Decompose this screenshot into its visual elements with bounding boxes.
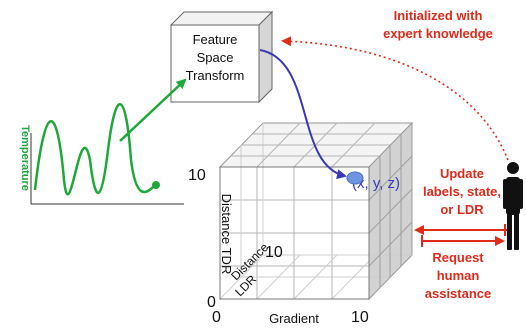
- tick-z: 10: [265, 244, 283, 261]
- transform-to-point-arrow: [259, 49, 347, 180]
- feature-space-transform-box: Feature Space Transform: [169, 10, 274, 104]
- signal-end-dot: [152, 181, 160, 189]
- tick-origin-x: 0: [212, 309, 221, 326]
- data-point: [346, 171, 364, 185]
- box-side-face: [258, 10, 273, 104]
- human-icon: [503, 162, 523, 250]
- request-label-line-1: Request: [432, 250, 484, 265]
- tick-x-right: 10: [351, 309, 369, 326]
- point-label: (x, y, z): [352, 175, 400, 192]
- cube-inner-grid: [219, 123, 412, 300]
- signal-to-transform-arrow: [119, 78, 187, 142]
- box-front-face: [170, 24, 260, 103]
- signal-label: Temperature: [19, 125, 31, 191]
- update-label-line-3: or LDR: [440, 202, 484, 217]
- update-label-line-1: Update: [440, 166, 484, 181]
- expert-label-line-2: expert knowledge: [383, 26, 493, 41]
- cube-front-edge: [219, 166, 370, 300]
- y-axis-label: Distance TDR: [219, 194, 234, 275]
- x-axis-label: Gradient: [269, 311, 319, 326]
- tick-y-top: 10: [188, 167, 206, 184]
- box-top-face: [169, 11, 274, 26]
- box-label-line-2: Space: [197, 50, 234, 65]
- box-label-line-3: Transform: [186, 68, 245, 83]
- expert-label-line-1: Initialized with: [394, 8, 483, 23]
- expert-knowledge-arrow: [281, 36, 509, 161]
- request-label-line-2: human: [437, 268, 480, 283]
- update-label-line-2: labels, state,: [423, 184, 501, 199]
- temperature-signal: Temperature: [19, 102, 184, 205]
- tick-origin-y: 0: [207, 294, 216, 311]
- cube-right-grid: [368, 134, 413, 288]
- request-label-line-3: assistance: [425, 286, 492, 301]
- signal-wave: [33, 102, 156, 196]
- feature-space-cube: (x, y, z) 10 Distance TDR 10 Distance LD…: [188, 121, 414, 326]
- box-label-line-1: Feature: [193, 32, 238, 47]
- cube-front-grid: [220, 167, 369, 299]
